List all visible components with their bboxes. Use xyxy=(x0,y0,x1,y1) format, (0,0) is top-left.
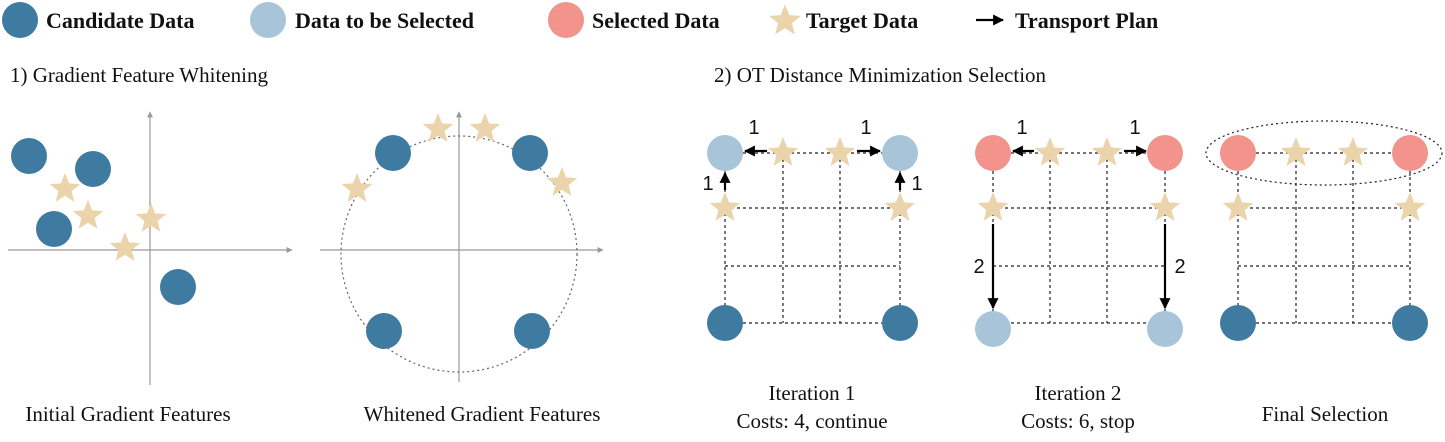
selected-point xyxy=(1220,135,1256,171)
legend-transport-label: Transport Plan xyxy=(1015,8,1158,33)
caption-initial: Initial Gradient Features xyxy=(25,402,230,426)
target-star-icon xyxy=(422,113,454,142)
to-select-point xyxy=(882,135,918,171)
target-star-icon xyxy=(49,173,81,202)
target-star-icon xyxy=(135,203,167,232)
candidate-point xyxy=(512,135,548,171)
candidate-point xyxy=(375,135,411,171)
to-select-point xyxy=(975,311,1011,347)
selected-point xyxy=(1392,135,1428,171)
unit-circle xyxy=(340,135,578,373)
legend-candidate-marker xyxy=(2,2,38,38)
cost-label: 1 xyxy=(860,117,871,139)
target-star-icon xyxy=(1394,192,1426,221)
target-star-icon xyxy=(1149,192,1181,221)
caption-whitened: Whitened Gradient Features xyxy=(364,402,601,426)
cost-label: 1 xyxy=(748,117,759,139)
legend-target-star-icon xyxy=(769,4,801,35)
candidate-point xyxy=(11,138,47,174)
cost-label: 1 xyxy=(1016,117,1027,139)
target-star-icon xyxy=(977,192,1009,221)
panel-iteration-2: 1 1 2 2 Iteration 2 Costs: 6, stop xyxy=(973,117,1185,433)
target-star-icon xyxy=(709,192,741,221)
legend-to-select-marker xyxy=(250,2,286,38)
candidate-point xyxy=(1220,305,1256,341)
cost-label: 2 xyxy=(973,256,984,278)
caption-final: Final Selection xyxy=(1262,402,1389,426)
transport-grid xyxy=(992,152,1166,324)
candidate-point xyxy=(882,305,918,341)
candidate-point xyxy=(366,313,402,349)
target-star-icon xyxy=(72,200,104,229)
candidate-point xyxy=(707,305,743,341)
transport-grid xyxy=(724,152,901,324)
candidate-point xyxy=(75,151,111,187)
section-ot-title: 2) OT Distance Minimization Selection xyxy=(714,63,1047,87)
candidate-point xyxy=(160,269,196,305)
candidate-point xyxy=(514,313,550,349)
cost-label: 1 xyxy=(911,173,922,195)
candidate-point xyxy=(36,211,72,247)
caption-iter2-title: Iteration 2 xyxy=(1035,381,1122,405)
selected-point xyxy=(1147,135,1183,171)
legend-selected-label: Selected Data xyxy=(592,8,720,33)
caption-iter1-title: Iteration 1 xyxy=(769,381,856,405)
panel-whitened-features: Whitened Gradient Features xyxy=(320,111,604,426)
target-star-icon xyxy=(546,167,578,196)
target-star-icon xyxy=(884,192,916,221)
legend-selected-marker xyxy=(548,2,584,38)
section-whitening-title: 1) Gradient Feature Whitening xyxy=(10,63,268,87)
target-star-icon xyxy=(109,232,141,261)
to-select-point xyxy=(1147,311,1183,347)
to-select-point xyxy=(707,135,743,171)
caption-iter1-cost: Costs: 4, continue xyxy=(736,409,887,433)
legend-target-label: Target Data xyxy=(806,8,918,33)
caption-iter2-cost: Costs: 6, stop xyxy=(1021,409,1135,433)
transport-grid xyxy=(1237,152,1411,324)
legend: Candidate Data Data to be Selected Selec… xyxy=(2,2,1158,38)
legend-to-select-label: Data to be Selected xyxy=(295,8,474,33)
legend-candidate-label: Candidate Data xyxy=(46,8,195,33)
cost-label: 2 xyxy=(1174,256,1185,278)
cost-label: 1 xyxy=(702,173,713,195)
target-star-icon xyxy=(341,173,373,202)
selected-point xyxy=(975,135,1011,171)
candidate-point xyxy=(1392,305,1428,341)
cost-label: 1 xyxy=(1129,117,1140,139)
panel-final-selection: Final Selection xyxy=(1205,120,1443,426)
selection-ellipse xyxy=(1205,120,1443,186)
panel-iteration-1: 1 1 1 1 Iteration 1 Costs: 4, continue xyxy=(702,117,922,433)
target-star-icon xyxy=(1222,192,1254,221)
panel-initial-features: Initial Gradient Features xyxy=(8,111,293,426)
